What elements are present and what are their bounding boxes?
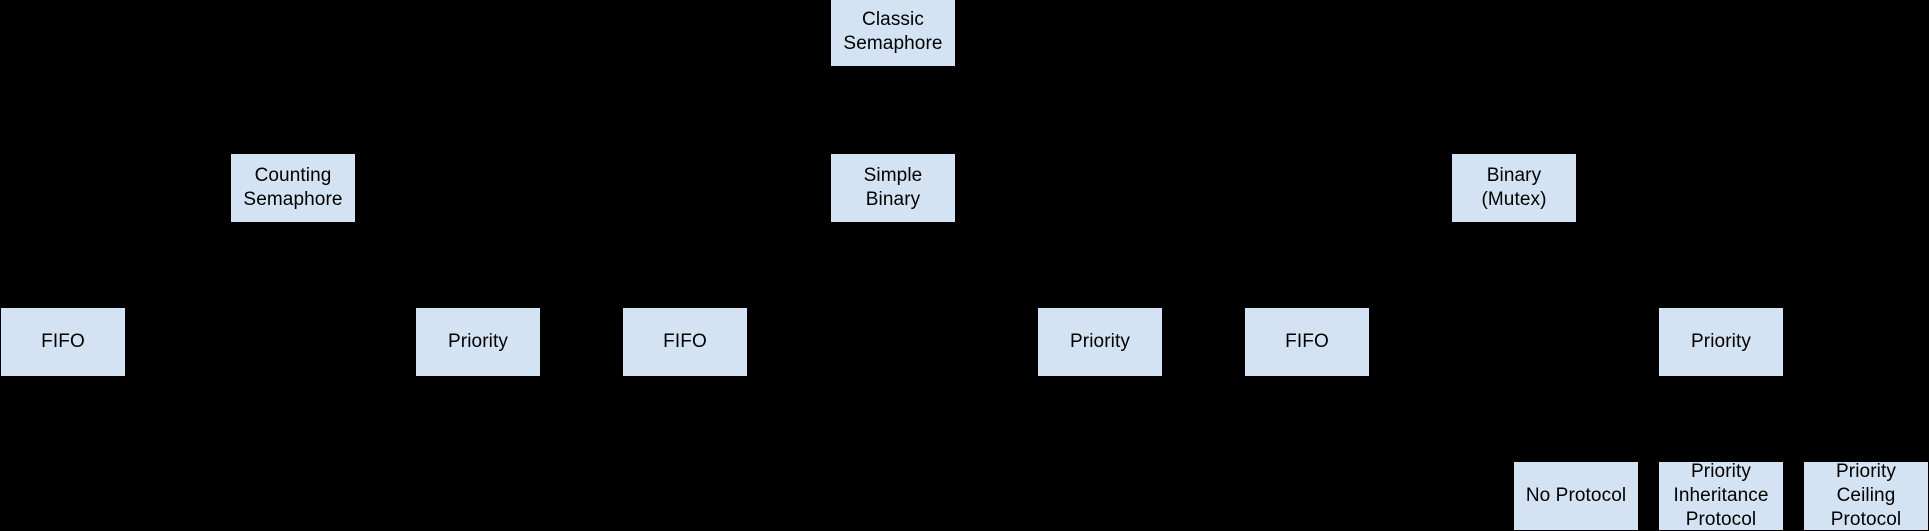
node-classic-semaphore[interactable]: Classic Semaphore <box>830 0 956 67</box>
edge-counting-semaphore-to-counting-fifo <box>62 223 294 307</box>
edge-binary-mutex-to-mutex-priority <box>1513 223 1722 307</box>
node-counting-priority[interactable]: Priority <box>415 307 541 377</box>
node-counting-semaphore[interactable]: Counting Semaphore <box>230 153 356 223</box>
node-mutex-fifo[interactable]: FIFO <box>1244 307 1370 377</box>
node-no-protocol[interactable]: No Protocol <box>1513 461 1639 531</box>
edge-simple-binary-to-simple-binary-fifo <box>684 223 894 307</box>
node-counting-fifo[interactable]: FIFO <box>0 307 126 377</box>
edge-classic-semaphore-to-binary-mutex <box>892 67 1515 153</box>
node-simple-binary-fifo[interactable]: FIFO <box>622 307 748 377</box>
node-simple-binary-priority[interactable]: Priority <box>1037 307 1163 377</box>
edge-binary-mutex-to-mutex-fifo <box>1306 223 1515 307</box>
edge-classic-semaphore-to-counting-semaphore <box>292 67 894 153</box>
node-priority-inheritance-protocol[interactable]: Priority Inheritance Protocol <box>1658 461 1784 531</box>
node-mutex-priority[interactable]: Priority <box>1658 307 1784 377</box>
node-priority-ceiling-protocol[interactable]: Priority Ceiling Protocol <box>1803 461 1929 531</box>
node-simple-binary[interactable]: Simple Binary <box>830 153 956 223</box>
edge-counting-semaphore-to-counting-priority <box>292 223 479 307</box>
node-binary-mutex[interactable]: Binary (Mutex) <box>1451 153 1577 223</box>
edge-mutex-priority-to-priority-ceiling-protocol <box>1720 377 1867 461</box>
edge-mutex-priority-to-no-protocol <box>1575 377 1722 461</box>
edge-simple-binary-to-simple-binary-priority <box>892 223 1101 307</box>
